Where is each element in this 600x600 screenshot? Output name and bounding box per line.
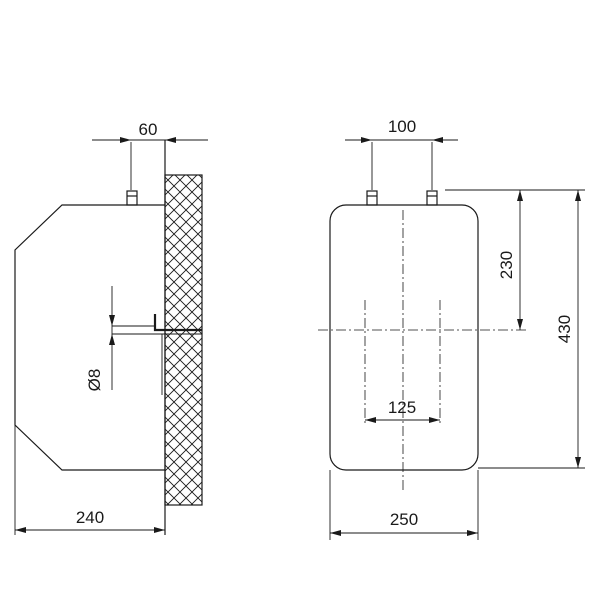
side-tank-body — [14, 204, 165, 471]
dim-height: 430 — [478, 190, 585, 469]
dim-offset: 60 — [92, 120, 208, 190]
dim-hole-label: Ø8 — [85, 369, 104, 392]
dim-hole: Ø8 — [85, 286, 115, 391]
dim-mount-height-label: 230 — [497, 251, 516, 279]
dim-mount-spacing-label: 125 — [388, 398, 416, 417]
side-view: 60 Ø8 240 — [14, 120, 208, 535]
front-view: 100 125 230 430 — [318, 117, 585, 540]
dim-height-label: 430 — [555, 315, 574, 343]
dim-pipe-spacing: 100 — [345, 117, 458, 190]
front-tank-body — [329, 204, 479, 471]
mounting-bracket — [153, 314, 202, 332]
side-pipe-fitting — [126, 190, 138, 206]
dim-mount-height: 230 — [445, 189, 585, 330]
dim-pipe-spacing-label: 100 — [388, 117, 416, 136]
dim-width-label: 250 — [390, 510, 418, 529]
front-pipe-fitting-left — [366, 190, 378, 206]
dim-offset-label: 60 — [139, 120, 158, 139]
dim-depth-label: 240 — [76, 508, 104, 527]
dim-mount-spacing: 125 — [365, 398, 440, 423]
front-pipe-fitting-right — [426, 190, 438, 206]
dim-depth: 240 — [14, 425, 165, 535]
wall-section — [164, 174, 203, 506]
dim-width: 250 — [329, 470, 479, 540]
